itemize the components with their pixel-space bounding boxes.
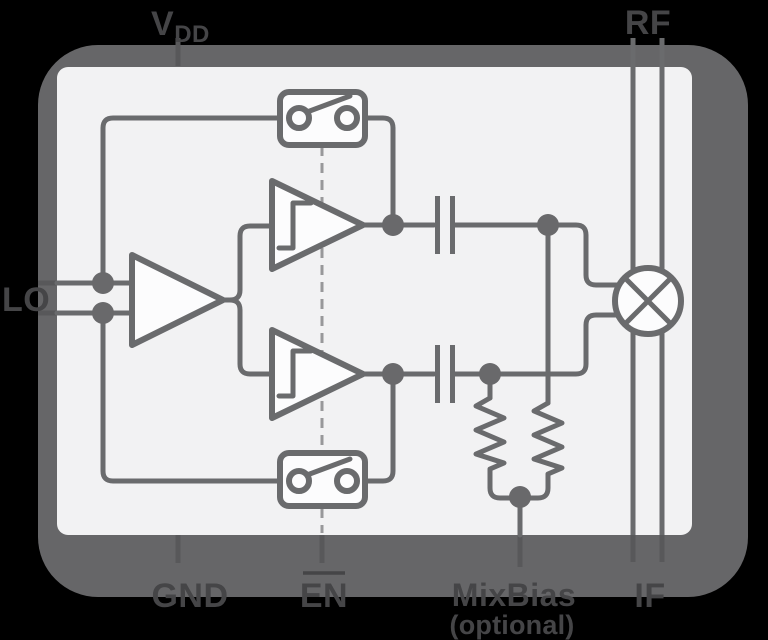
pin-label-if: IF: [634, 577, 665, 615]
pin-label-vdd: VDD: [151, 5, 210, 48]
pin-label-en: EN: [300, 577, 348, 615]
split-wire-bottom: [220, 297, 275, 377]
junction-dot: [537, 214, 559, 236]
chip-die-face: [57, 67, 692, 535]
pin-label-gnd: GND: [151, 577, 228, 615]
feedback-wire-top-right: [362, 115, 396, 228]
hysteresis-icon: [276, 200, 314, 251]
schmitt-buffer-bottom: [269, 327, 366, 421]
pin-label-mixbias-note: (optional): [450, 610, 575, 640]
feedback-wire-bottom-left: [100, 310, 283, 484]
bias-resistor-left-icon: [473, 395, 523, 501]
bias-resistor-right-icon: [517, 400, 565, 501]
feedback-wire-top-left: [100, 115, 283, 286]
schmitt-buffer-top: [269, 178, 366, 272]
feedback-wire-bottom-right: [362, 371, 396, 484]
if-pin-stubs: [630, 535, 665, 562]
lo-amplifier-icon: [129, 252, 226, 348]
junction-dot: [479, 363, 501, 385]
pin-label-lo: LO: [2, 281, 50, 319]
mixer-icon: [612, 265, 684, 337]
bottom-rail-wire-right: [452, 312, 623, 377]
junction-dot: [382, 214, 404, 236]
pin-label-mixbias: MixBias: [452, 577, 576, 613]
junction-dot: [92, 272, 114, 294]
junction-dot: [382, 363, 404, 385]
junction-dot: [509, 486, 531, 508]
coupling-capacitor-bottom-icon: [435, 345, 455, 403]
enable-switch-top-icon: [277, 89, 368, 148]
enable-switch-bottom-icon: [277, 450, 368, 509]
hysteresis-icon: [276, 348, 314, 399]
coupling-capacitor-top-icon: [435, 196, 455, 254]
pin-label-rf: RF: [625, 4, 671, 42]
top-rail-wire-right: [452, 222, 623, 288]
junction-dot: [92, 302, 114, 324]
lo-pin-stubs: [38, 280, 57, 316]
